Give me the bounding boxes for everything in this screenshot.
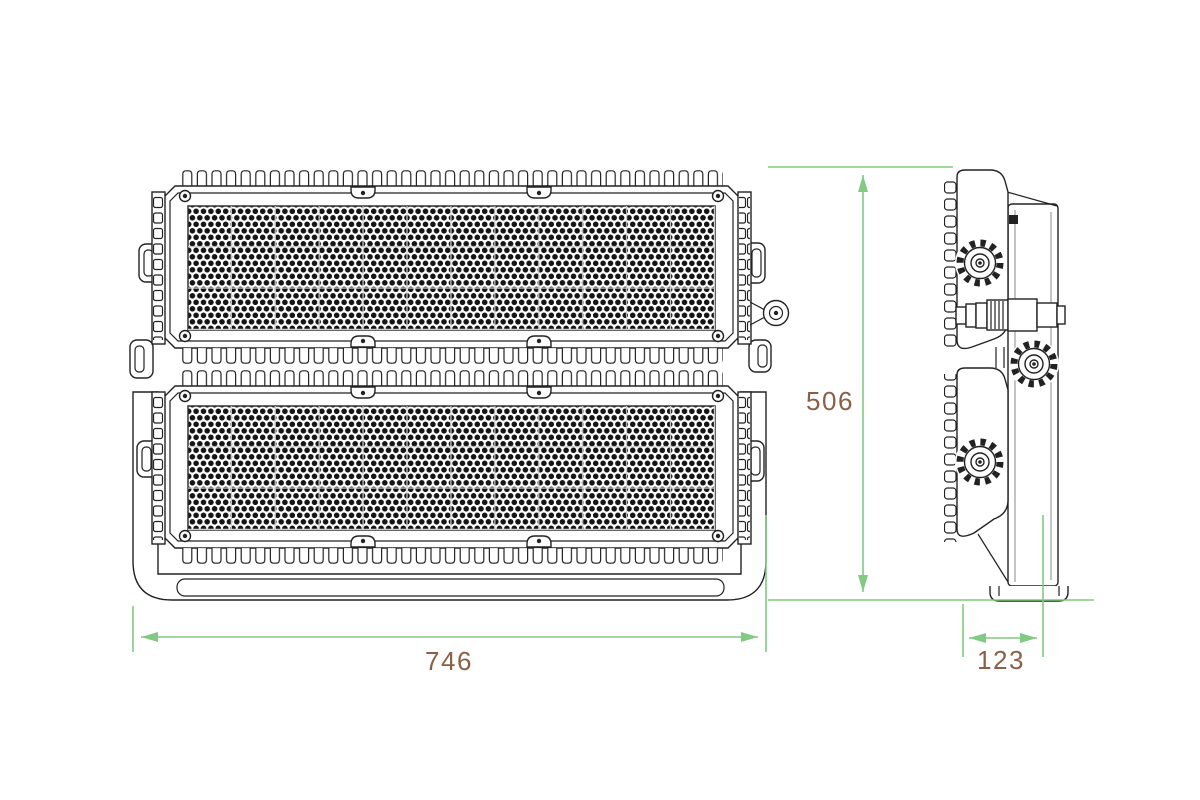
body-taper-edge [977,533,1009,583]
cable-gland [955,298,1066,332]
led-module-top [151,167,752,367]
gear-knob-right [1009,339,1059,389]
dimension-label-depth: 123 [977,645,1025,675]
side-fins-top [944,180,957,348]
yoke-crossbar-face [176,578,725,597]
top-slope-edge [1006,191,1058,207]
side-fins-bottom [944,374,957,542]
cable-entry-block [1009,215,1018,224]
gear-knob-bottom [955,437,1005,487]
dimension-label-width: 746 [425,646,473,676]
dimensions [132,166,1094,657]
front-view [129,167,790,601]
gear-knob-top [955,238,1005,288]
dimension-label-height: 506 [806,386,854,416]
led-module-bottom [151,367,752,567]
mounting-feet [989,586,1069,602]
locking-knob [749,299,790,327]
side-view [944,169,1069,602]
